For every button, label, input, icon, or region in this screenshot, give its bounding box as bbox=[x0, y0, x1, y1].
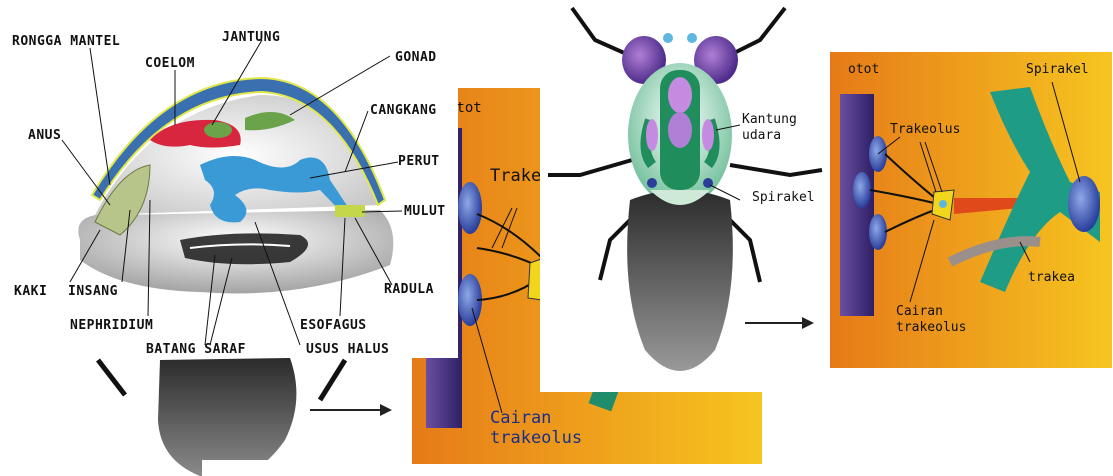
label-mulut: MULUT bbox=[404, 204, 446, 219]
label-perut: PERUT bbox=[398, 154, 440, 169]
label-kaki: KAKI bbox=[14, 284, 47, 299]
label-esofagus: ESOFAGUS bbox=[300, 318, 367, 333]
label-usus-halus: USUS HALUS bbox=[306, 342, 389, 357]
spirakel-label-detail: Spirakel bbox=[1026, 62, 1089, 77]
trachea-detail-diagram: otot Spirakel Trakeolus trakea Cairan tr… bbox=[830, 52, 1112, 368]
cairan-trakeolus-label-1: Cairan bbox=[896, 304, 943, 319]
tracheole-blob bbox=[853, 172, 871, 208]
trakeolus-label-fragment: Trake bbox=[490, 166, 541, 186]
cairan-label: Cairan bbox=[490, 408, 551, 428]
kantung-udara-label-1: Kantung bbox=[742, 112, 797, 127]
label-anus: ANUS bbox=[28, 128, 61, 143]
label-rongga-mantel: RONGGA MANTEL bbox=[12, 34, 120, 49]
otot-label: otot bbox=[848, 62, 879, 77]
cairan-trakeolus-label-2: trakeolus bbox=[896, 320, 966, 335]
spiracle bbox=[1068, 176, 1100, 232]
fly-diagram: Kantung udara Spirakel bbox=[540, 0, 830, 392]
tracheole-blob bbox=[869, 214, 887, 250]
trakea-label: trakea bbox=[1028, 270, 1075, 285]
trakeolus-label: trakeolus bbox=[490, 428, 582, 448]
tracheole-blob bbox=[458, 182, 482, 234]
label-cangkang: CANGKANG bbox=[370, 103, 437, 118]
spirakel-label-fly: Spirakel bbox=[752, 190, 815, 205]
fly-abdomen-fragment bbox=[90, 340, 410, 476]
muscle-block bbox=[840, 94, 874, 316]
fly-fragment-lower-left bbox=[90, 340, 410, 476]
mollusc-diagram: RONGGA MANTEL JANTUNG COELOM GONAD ANUS … bbox=[0, 0, 458, 358]
label-nephridium: NEPHRIDIUM bbox=[70, 318, 153, 333]
nerve-cord bbox=[180, 233, 308, 264]
label-insang: INSANG bbox=[68, 284, 118, 299]
label-radula: RADULA bbox=[384, 282, 434, 297]
label-batang-saraf: BATANG SARAF bbox=[146, 342, 246, 357]
kantung-udara-label-2: udara bbox=[742, 128, 781, 143]
trakeolus-label-detail: Trakeolus bbox=[890, 122, 960, 137]
label-gonad: GONAD bbox=[395, 50, 437, 65]
label-jantung: JANTUNG bbox=[222, 30, 280, 45]
label-coelom: COELOM bbox=[145, 56, 195, 71]
